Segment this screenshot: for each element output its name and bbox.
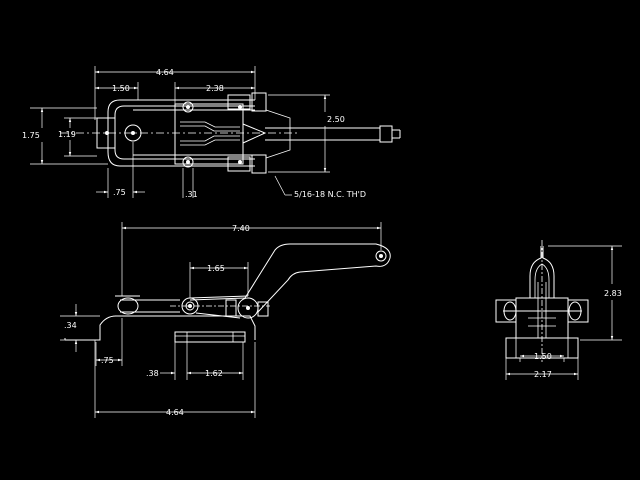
dim-top-height-inner: 1.19 [58,130,76,139]
top-view-dimensions: 4.64 1.50 2.38 1.75 1.19 [22,66,366,199]
dim-top-right: 2.38 [206,84,224,93]
dim-front-overall: 4.64 [166,408,184,417]
dim-side-inner-width: 1.50 [534,352,552,361]
dim-front-height: .34 [64,321,77,330]
dim-front-base-left: .38 [146,369,159,378]
dim-top-bottom-small: .31 [185,190,198,199]
dim-top-bottom-left: .75 [113,188,126,197]
side-view: 2.83 1.50 2.17 [495,240,622,380]
dim-front-left-offset: .75 [101,356,114,365]
dim-top-left: 1.50 [112,84,130,93]
side-view-body [495,240,589,362]
front-view: 7.40 1.65 .34 .75 .38 1.62 [60,222,391,418]
dim-front-link: 1.65 [207,264,225,273]
dim-top-overall: 4.64 [156,68,174,77]
dim-top-height-outer: 1.75 [22,131,40,140]
dim-top-height-right: 2.50 [327,115,345,124]
front-view-body [64,243,391,343]
thread-note: 5/16-18 N.C. TH'D [294,190,366,199]
dim-front-base-span: 1.62 [205,369,223,378]
dim-side-outer-width: 2.17 [534,370,552,379]
dim-front-reach: 7.40 [232,224,250,233]
dim-side-height: 2.83 [604,289,622,298]
side-view-dimensions: 2.83 1.50 2.17 [505,245,622,380]
top-view-body [60,92,401,174]
front-view-dimensions: 7.40 1.65 .34 .75 .38 1.62 [60,222,382,418]
top-view: 4.64 1.50 2.38 1.75 1.19 [22,66,401,199]
